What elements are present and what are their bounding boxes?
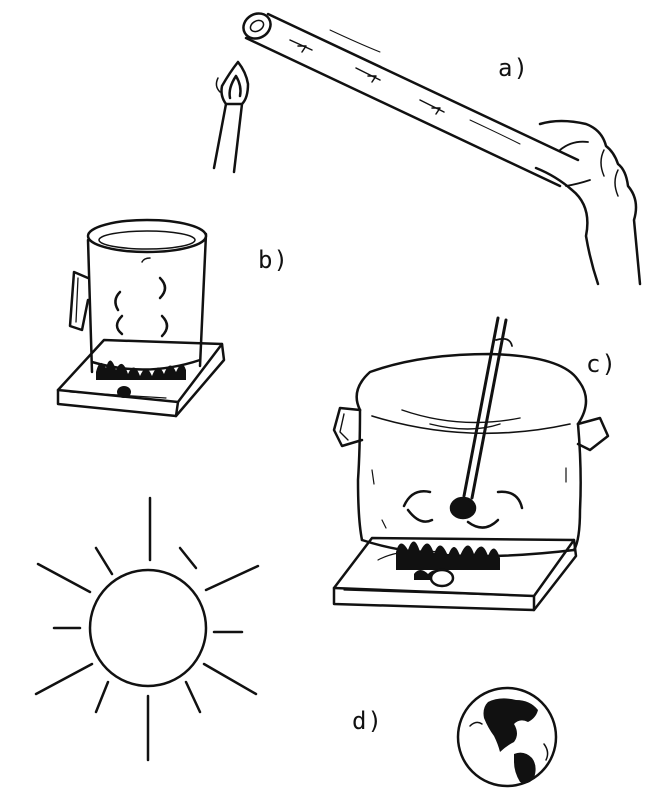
label-a: a) bbox=[498, 54, 529, 82]
small-cup-on-stove bbox=[58, 220, 224, 416]
label-b: b) bbox=[258, 246, 289, 274]
metal-rod-icon bbox=[239, 9, 578, 186]
sun-icon bbox=[36, 498, 258, 760]
candle-flame-icon bbox=[214, 62, 248, 172]
label-d: d) bbox=[352, 707, 383, 735]
earth-globe-icon bbox=[458, 688, 556, 786]
rod-conduction-group bbox=[214, 9, 640, 284]
hand-icon bbox=[536, 121, 640, 284]
stove-knob-icon bbox=[431, 570, 453, 586]
label-c: c) bbox=[586, 350, 617, 378]
large-pot-on-stove bbox=[334, 318, 608, 610]
